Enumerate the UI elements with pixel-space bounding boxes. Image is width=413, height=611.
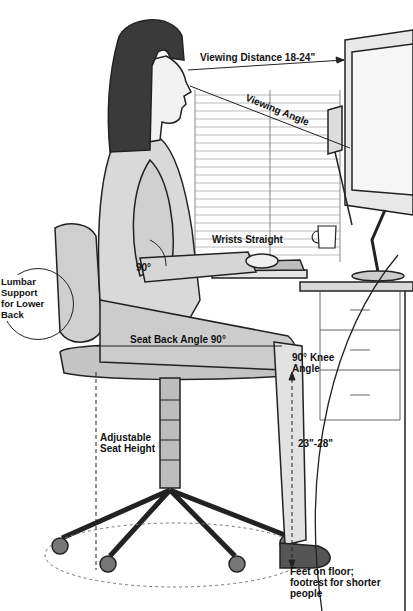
lumbar-circle: Lumbar Support for Lower Back <box>2 268 74 340</box>
guide-lines <box>96 57 398 611</box>
dimension-label: Viewing Distance 18-24" <box>200 52 380 63</box>
floor-circle <box>45 523 305 587</box>
caster <box>229 556 245 572</box>
chair-post <box>160 378 180 488</box>
document-holder <box>328 106 352 225</box>
mug-handle <box>312 231 319 243</box>
monitor-body <box>345 30 413 215</box>
elbow-angle-arc <box>150 240 166 266</box>
dimension-label: 23"-28" <box>298 438 358 449</box>
callout-text: Lumbar Support for Lower Back <box>0 275 53 321</box>
angle-label: 90° <box>136 262 166 273</box>
chair <box>45 224 305 587</box>
desk-top <box>300 282 413 291</box>
thigh <box>100 300 296 370</box>
monitor <box>328 30 413 281</box>
chair-post-rings <box>160 400 180 460</box>
monitor-screen <box>352 44 413 195</box>
monitor-stand <box>352 271 404 281</box>
seat-back-line <box>96 346 282 347</box>
mug-body <box>318 226 336 248</box>
leader-curve <box>315 255 398 611</box>
viewing-angle-line <box>190 86 350 148</box>
adjustment-label: Adjustable Seat Height <box>100 432 158 454</box>
arrowheads <box>289 57 344 568</box>
desk-leg <box>404 291 406 611</box>
shoe <box>280 543 330 568</box>
woman <box>99 20 331 568</box>
angle-label: Viewing Angle <box>244 92 341 140</box>
posture-label: Wrists Straight <box>212 234 312 245</box>
face <box>148 56 191 142</box>
angle-label: 90° Knee Angle <box>292 352 336 374</box>
note-label: Feet on floor; footrest for shorter peop… <box>290 566 382 599</box>
hair <box>108 20 184 152</box>
mug <box>312 226 336 248</box>
forearm <box>140 252 256 282</box>
hand <box>246 254 278 268</box>
knee-height-line <box>292 372 293 568</box>
desk <box>212 260 413 611</box>
caster <box>100 556 116 572</box>
chair-backrest <box>55 224 102 342</box>
monitor-arm <box>372 210 385 272</box>
seat-height-line <box>96 372 97 570</box>
blind-slats <box>195 95 340 255</box>
angle-label: Seat Back Angle 90° <box>130 334 270 345</box>
